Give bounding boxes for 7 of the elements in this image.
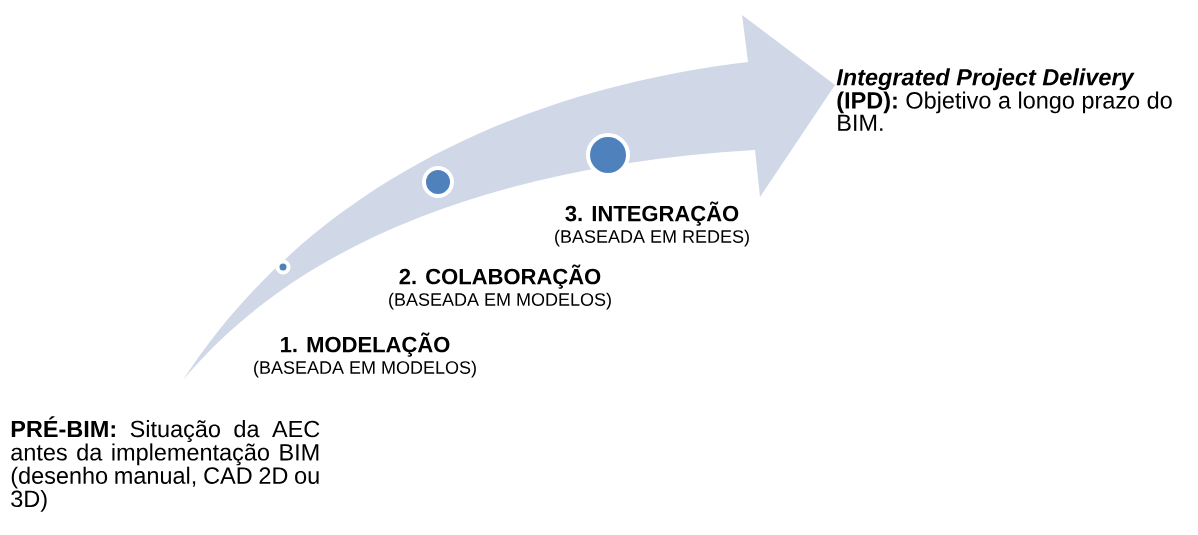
curved-arrow bbox=[183, 15, 835, 380]
stage-label: 1. MODELAÇÃO (BASEADA EM MODELOS) bbox=[254, 332, 476, 378]
stage-label: 3. INTEGRAÇÃO (BASEADA EM REDES) bbox=[555, 201, 749, 247]
note-text: Integrated Project Delivery (IPD): Objetivo a longo prazo do BIM. bbox=[836, 68, 1172, 131]
stage-dot bbox=[422, 166, 454, 198]
stage-label: 2. COLABORAÇÃO (BASEADA EM MODELOS) bbox=[389, 264, 611, 310]
note-text: PRÉ-BIM: Situação da AEC antes da implementação BIM (desenho manual, CAD 2D ou 3D) bbox=[11, 416, 320, 512]
